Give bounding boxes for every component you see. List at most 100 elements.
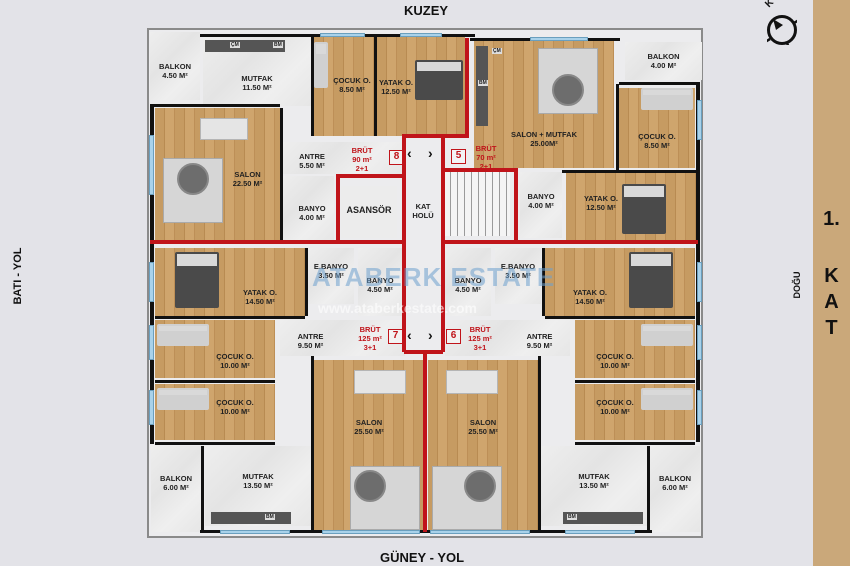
window bbox=[149, 262, 154, 302]
chevron-left-icon: ‹ bbox=[407, 145, 412, 161]
chevron-left-icon: ‹ bbox=[407, 327, 412, 343]
window bbox=[697, 325, 702, 360]
window bbox=[565, 530, 635, 534]
wall bbox=[201, 446, 204, 532]
staircase bbox=[444, 172, 510, 236]
unit7-child-room-2: ÇOCUK O.10.00 m² bbox=[155, 384, 275, 440]
unit7-bedroom: YATAK O.14.50 m² bbox=[155, 248, 305, 316]
unit-boundary bbox=[402, 134, 469, 138]
chevron-right-icon: › bbox=[428, 327, 433, 343]
unit8-bedroom: YATAK O.12.50 m² bbox=[377, 36, 465, 136]
wall bbox=[305, 248, 308, 316]
wall bbox=[311, 356, 314, 532]
wall bbox=[374, 36, 377, 136]
wall bbox=[538, 356, 541, 532]
wall bbox=[545, 316, 695, 319]
window bbox=[697, 100, 702, 140]
compass-letter: K bbox=[763, 0, 777, 10]
unit6-child-room-1: ÇOCUK O.10.00 m² bbox=[575, 320, 695, 378]
unit6-number: 6 bbox=[446, 329, 461, 344]
window bbox=[320, 33, 365, 37]
south-label: GÜNEY - YOL bbox=[380, 550, 465, 565]
floor-number: 1. bbox=[823, 208, 840, 230]
floor-letter-k: K bbox=[824, 265, 839, 287]
window bbox=[400, 33, 442, 37]
unit7-number: 7 bbox=[388, 329, 403, 344]
wall bbox=[155, 316, 305, 319]
window bbox=[149, 325, 154, 360]
wall bbox=[575, 442, 695, 445]
wall bbox=[616, 84, 619, 172]
wall bbox=[647, 446, 650, 532]
window bbox=[149, 135, 154, 195]
unit6-bedroom: YATAK O.14.50 m² bbox=[545, 248, 695, 316]
wall bbox=[562, 170, 698, 173]
window bbox=[697, 390, 702, 425]
window bbox=[697, 262, 702, 302]
window bbox=[530, 37, 588, 41]
unit-boundary bbox=[336, 174, 406, 178]
unit5-bedroom: YATAK O.12.50 m² bbox=[566, 172, 696, 240]
wall bbox=[575, 380, 695, 383]
unit8-child-room: ÇOCUK O.8.50 m² bbox=[314, 36, 374, 136]
floor-band bbox=[813, 0, 850, 566]
unit5-child-room: ÇOCUK O.8.50 m² bbox=[619, 88, 695, 168]
chevron-right-icon: › bbox=[428, 145, 433, 161]
unit-boundary bbox=[150, 240, 405, 244]
unit-boundary bbox=[465, 38, 469, 138]
window bbox=[430, 530, 530, 534]
window bbox=[220, 530, 290, 534]
compass-icon bbox=[767, 15, 797, 45]
window bbox=[322, 530, 420, 534]
wall bbox=[619, 82, 699, 85]
floor-letter-a: A bbox=[824, 291, 839, 313]
wall bbox=[155, 380, 275, 383]
wall bbox=[311, 36, 314, 136]
unit7-child-room-1: ÇOCUK O.10.00 m² bbox=[155, 320, 275, 378]
unit-boundary bbox=[514, 168, 518, 242]
unit5-number: 5 bbox=[451, 149, 466, 164]
unit6-child-room-2: ÇOCUK O.10.00 m² bbox=[575, 384, 695, 440]
unit-boundary bbox=[423, 354, 427, 532]
north-label: KUZEY bbox=[404, 3, 449, 18]
wall bbox=[150, 104, 280, 107]
elevator: ASANSÖR bbox=[341, 186, 397, 238]
wall bbox=[542, 248, 545, 316]
unit-boundary bbox=[404, 350, 443, 354]
east-label: DOĞU bbox=[792, 271, 802, 299]
wall bbox=[280, 108, 283, 240]
wall bbox=[155, 442, 275, 445]
unit-boundary bbox=[441, 168, 518, 172]
floor-letter-t: T bbox=[825, 317, 838, 339]
unit-boundary bbox=[441, 240, 698, 244]
unit-boundary bbox=[336, 174, 340, 242]
unit-boundary bbox=[441, 136, 445, 352]
unit-boundary bbox=[402, 136, 406, 352]
west-label: BATI - YOL bbox=[12, 247, 24, 305]
window bbox=[149, 390, 154, 425]
